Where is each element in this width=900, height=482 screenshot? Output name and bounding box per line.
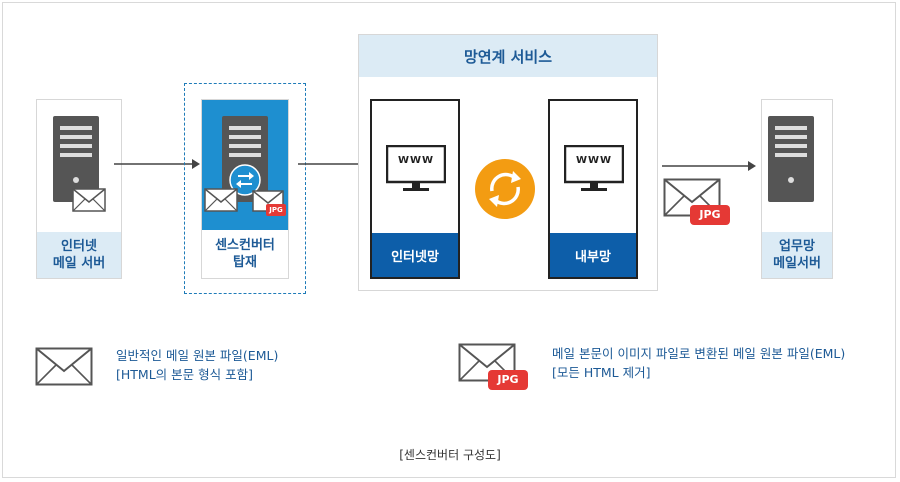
- www-label: WWW: [397, 155, 435, 166]
- legend-line-1: 메일 본문이 이미지 파일로 변환된 메일 원본 파일(EML): [552, 346, 846, 361]
- legend-mail-envelope-icon: [35, 347, 93, 386]
- legend-eml-text: 일반적인 메일 원본 파일(EML) [HTML의 본문 형식 포함]: [116, 346, 278, 384]
- label-line-1: 인터넷: [61, 239, 97, 254]
- flow-arrow: [114, 159, 200, 169]
- internal-network-label: 내부망: [550, 233, 636, 277]
- label-line-2: 탑재: [233, 255, 257, 270]
- legend-jpg-text: 메일 본문이 이미지 파일로 변환된 메일 원본 파일(EML) [모든 HTM…: [552, 344, 845, 382]
- sens-converter-label: 센스컨버터 탑재: [202, 230, 288, 278]
- label-line-2: 메일 서버: [52, 256, 106, 271]
- convert-arrows-icon: [229, 164, 261, 196]
- network-service-title: 망연계 서비스: [359, 35, 657, 77]
- jpg-badge: JPG: [488, 370, 528, 390]
- mail-envelope-icon: [72, 188, 106, 212]
- label-line-1: 센스컨버터: [215, 238, 275, 253]
- monitor-icon: [386, 145, 446, 191]
- work-mail-server-label: 업무망 메일서버: [762, 232, 832, 278]
- server-icon: [768, 116, 814, 202]
- label-line-2: 메일서버: [773, 256, 821, 271]
- server-icon: [53, 116, 99, 202]
- mail-envelope-icon: [204, 188, 238, 212]
- sync-icon: [475, 159, 535, 219]
- internet-mail-server-label: 인터넷 메일 서버: [37, 232, 121, 278]
- jpg-badge: JPG: [690, 205, 730, 225]
- legend-line-2: [HTML의 본문 형식 포함]: [116, 367, 253, 382]
- www-label: WWW: [575, 155, 613, 166]
- monitor-icon: [564, 145, 624, 191]
- legend-line-1: 일반적인 메일 원본 파일(EML): [116, 348, 279, 363]
- internet-network-label: 인터넷망: [372, 233, 458, 277]
- sens-converter-dashed-box: [184, 83, 306, 294]
- jpg-badge: JPG: [266, 204, 286, 216]
- flow-arrow: [662, 161, 756, 171]
- legend-line-2: [모든 HTML 제거]: [552, 365, 651, 380]
- diagram-caption: [센스컨버터 구성도]: [399, 448, 501, 462]
- label-line-1: 업무망: [779, 239, 815, 254]
